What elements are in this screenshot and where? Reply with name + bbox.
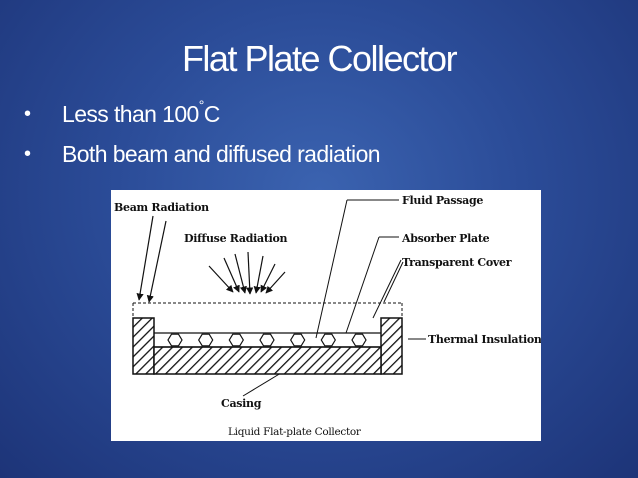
diffuse-radiation-arrow [234,253,247,294]
diffuse-radiation-arrow [246,251,254,295]
casing-leader [242,372,282,397]
transparent-cover-label: Transparent Cover [402,256,512,269]
absorber-plate-label: Absorber Plate [401,232,490,245]
bullet-list: • Less than 100°C • Both beam and diffus… [24,94,381,174]
fluid-tube [197,333,214,347]
thermal-insulation-label: Thermal Insulation [428,333,541,346]
casing-label: Casing [221,397,262,410]
diffuse-radiation-arrow [265,271,286,294]
fluid-tube [351,333,367,347]
diffuse-radiation-label: Diffuse Radiation [184,232,288,245]
diffuse-radiation-arrow [253,255,264,294]
fluid-tube [167,333,183,347]
bullet-unit: C [203,101,221,127]
transparent-cover-leader-2 [383,261,404,303]
casing-right-wall [380,317,403,375]
bullet-item-temperature: • Less than 100°C [24,94,380,134]
bullet-text: Less than 100 [62,101,199,127]
absorber-plate-leader [345,236,380,334]
fluid-tubes [167,333,367,347]
fluid-passage-leader [315,199,348,339]
collector-diagram-svg: Beam Radiation Diffuse Radiation Fluid P… [114,194,541,438]
beam-radiation-arrow [136,215,154,301]
bullet-icon: • [24,143,31,165]
transparent-cover-leader [372,259,402,319]
fluid-tube [289,333,306,347]
bullet-icon: • [24,103,31,125]
diagram-caption: Liquid Flat-plate Collector [228,426,362,438]
beam-radiation-label: Beam Radiation [114,201,209,214]
fluid-tube [228,333,245,347]
degree-symbol: ° [198,97,205,113]
collector-diagram: Beam Radiation Diffuse Radiation Fluid P… [111,190,541,441]
fluid-tube [259,333,275,347]
bullet-text: Both beam and diffused radiation [62,141,381,167]
fluid-tube [320,333,337,347]
bullet-item-radiation: • Both beam and diffused radiation [24,134,381,174]
beam-radiation-arrow [146,220,167,303]
slide-title: Flat Plate Collector [181,38,458,79]
thermal-insulation-base [153,346,382,375]
diffuse-radiation-arrow [223,257,240,293]
fluid-passage-label: Fluid Passage [402,194,483,207]
casing-left-wall [132,317,155,375]
diffuse-radiation-arrow [260,263,276,293]
diffuse-radiation-arrow [208,265,234,293]
